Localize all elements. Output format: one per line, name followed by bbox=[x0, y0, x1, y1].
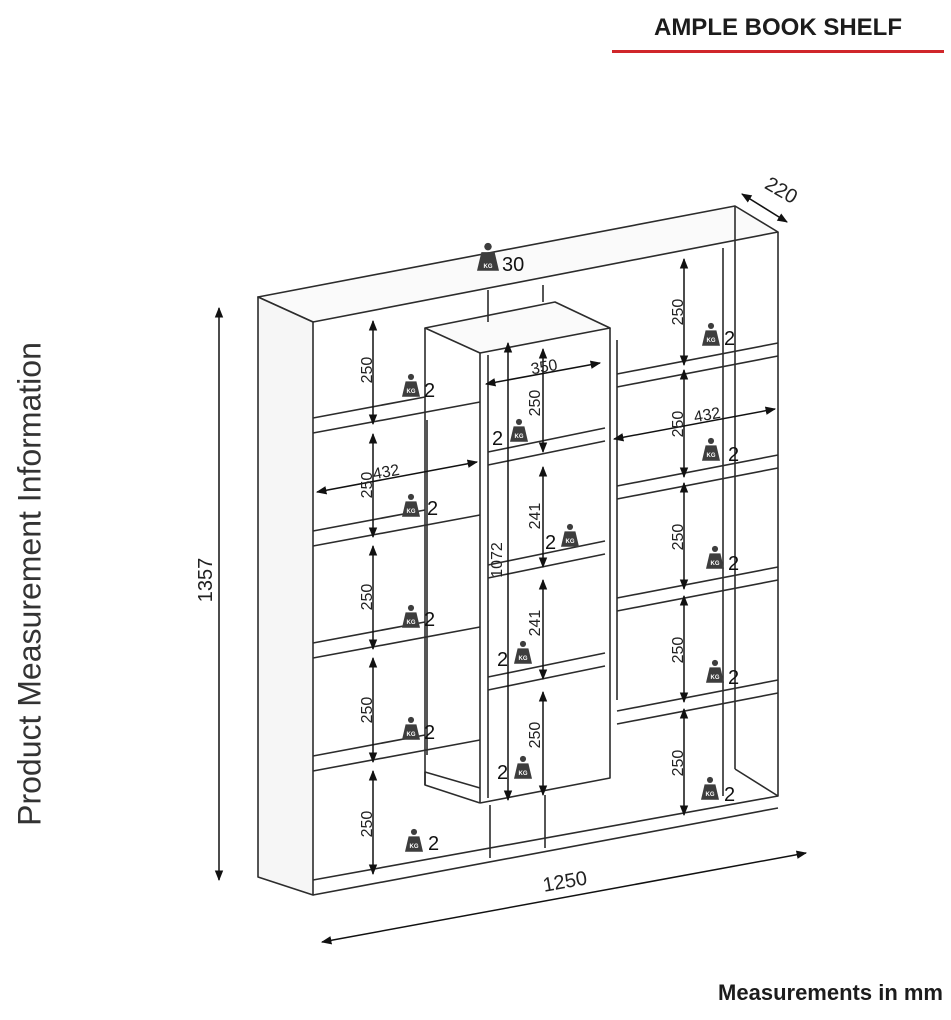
svg-text:2: 2 bbox=[424, 380, 435, 402]
svg-text:KG: KG bbox=[519, 771, 528, 777]
svg-text:2: 2 bbox=[724, 784, 735, 806]
svg-text:KG: KG bbox=[519, 656, 528, 662]
svg-text:KG: KG bbox=[407, 389, 416, 395]
left-width-label: 432 bbox=[372, 462, 401, 483]
center-shelf-height-2: 241 bbox=[527, 503, 544, 530]
center-shelf-height-1: 250 bbox=[527, 390, 544, 417]
right-shelf-height-5: 250 bbox=[670, 750, 687, 777]
svg-text:30: 30 bbox=[502, 254, 524, 276]
svg-text:2: 2 bbox=[497, 649, 508, 671]
center-width-label: 350 bbox=[530, 357, 559, 378]
svg-text:2: 2 bbox=[728, 444, 739, 466]
load-marker-left-2: KG 2 bbox=[402, 493, 438, 520]
svg-text:KG: KG bbox=[706, 792, 715, 798]
left-shelf-height-1: 250 bbox=[359, 357, 376, 384]
page-title: AMPLE BOOK SHELF bbox=[653, 14, 902, 41]
load-marker-right-5: KG 2 bbox=[701, 776, 735, 806]
width-label: 1250 bbox=[541, 867, 589, 896]
top-load-marker: KG 30 bbox=[477, 242, 524, 276]
title-underline bbox=[612, 50, 944, 53]
dimension-lines bbox=[214, 193, 808, 945]
svg-text:2: 2 bbox=[728, 553, 739, 575]
shelf-structure bbox=[257, 205, 779, 896]
svg-text:KG: KG bbox=[566, 539, 575, 545]
svg-text:KG: KG bbox=[711, 561, 720, 567]
load-marker-center-1: KG 2 bbox=[492, 418, 528, 450]
svg-text:2: 2 bbox=[427, 498, 438, 520]
depth-label: 220 bbox=[761, 173, 801, 209]
load-markers: KG 30 KG 2 KG 2 KG 2 KG 2 KG 2 KG 2 KG 2 KG 2 KG… bbox=[402, 242, 739, 855]
measurement-unit-note: Measurements in mm bbox=[718, 980, 943, 1005]
svg-text:2: 2 bbox=[428, 833, 439, 855]
depth-arrow bbox=[741, 193, 788, 223]
dimension-labels: 220 1357 1250 1072 350 432 432 250 250 2… bbox=[195, 173, 801, 897]
load-marker-right-3: KG 2 bbox=[706, 545, 739, 575]
svg-text:2: 2 bbox=[545, 532, 556, 554]
svg-text:2: 2 bbox=[492, 428, 503, 450]
load-marker-right-2: KG 2 bbox=[702, 437, 739, 466]
svg-text:KG: KG bbox=[407, 620, 416, 626]
svg-text:KG: KG bbox=[410, 844, 419, 850]
svg-text:2: 2 bbox=[424, 722, 435, 744]
svg-text:2: 2 bbox=[497, 762, 508, 784]
right-width-label: 432 bbox=[693, 405, 722, 426]
height-label: 1357 bbox=[195, 558, 217, 603]
load-marker-center-2: KG 2 bbox=[545, 523, 579, 554]
right-shelf-height-2: 250 bbox=[670, 411, 687, 438]
svg-text:KG: KG bbox=[707, 338, 716, 344]
left-shelf-height-3: 250 bbox=[359, 584, 376, 611]
left-shelf-height-5: 250 bbox=[359, 811, 376, 838]
svg-text:KG: KG bbox=[407, 732, 416, 738]
center-height-label: 1072 bbox=[489, 542, 506, 578]
center-shelf-height-4: 250 bbox=[527, 722, 544, 749]
width-arrow bbox=[320, 850, 808, 945]
svg-text:KG: KG bbox=[407, 509, 416, 515]
left-shelf-height-4: 250 bbox=[359, 697, 376, 724]
svg-text:KG: KG bbox=[484, 264, 493, 270]
left-shelf-height-2: 250 bbox=[359, 472, 376, 499]
svg-text:KG: KG bbox=[711, 675, 720, 681]
right-shelf-height-3: 250 bbox=[670, 524, 687, 551]
right-width-arrow bbox=[612, 406, 777, 442]
load-marker-right-1: KG 2 bbox=[702, 322, 735, 350]
svg-text:2: 2 bbox=[424, 609, 435, 631]
load-marker-left-1: KG 2 bbox=[402, 373, 435, 402]
load-marker-center-3: KG 2 bbox=[497, 640, 532, 671]
svg-text:2: 2 bbox=[728, 667, 739, 689]
load-marker-left-5: KG 2 bbox=[405, 828, 439, 855]
right-shelf-height-4: 250 bbox=[670, 637, 687, 664]
svg-text:KG: KG bbox=[707, 453, 716, 459]
svg-text:2: 2 bbox=[724, 328, 735, 350]
center-shelf-height-3: 241 bbox=[527, 610, 544, 637]
right-shelf-height-1: 250 bbox=[670, 299, 687, 326]
load-marker-left-4: KG 2 bbox=[402, 716, 435, 744]
left-width-arrow bbox=[315, 459, 479, 495]
load-marker-left-3: KG 2 bbox=[402, 604, 435, 631]
load-marker-right-4: KG 2 bbox=[706, 659, 739, 689]
load-marker-center-4: KG 2 bbox=[497, 755, 532, 784]
svg-text:KG: KG bbox=[515, 434, 524, 440]
